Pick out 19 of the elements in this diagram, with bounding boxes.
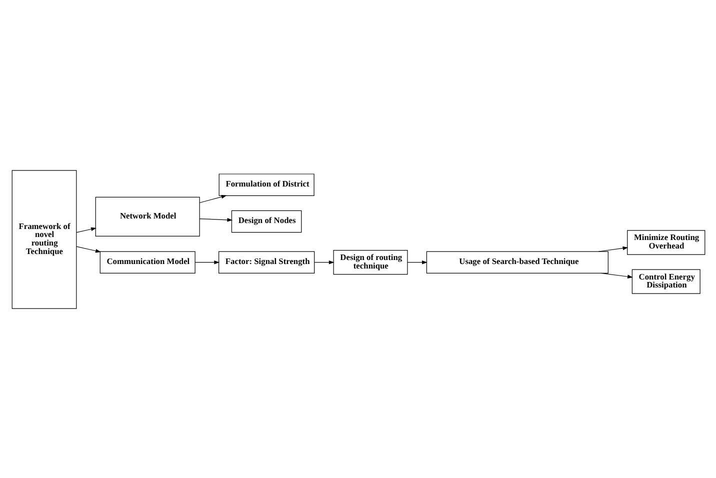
arrow: [76, 226, 96, 232]
node-box: Design of routing technique: [332, 250, 408, 274]
node-box: Control Energy Dissipation: [631, 268, 700, 294]
arrow: [198, 194, 226, 203]
node-box: Usage of Search-based Technique: [426, 250, 608, 273]
arrow: [406, 260, 427, 264]
arrow: [194, 260, 220, 264]
node-box: Factor: Signal Strength: [218, 250, 314, 273]
arrow: [598, 246, 628, 252]
node-box: Formulation of District: [218, 173, 314, 196]
node-box: Minimize Routing Overhead: [626, 230, 705, 254]
node-box: Design of Nodes: [230, 210, 302, 232]
arrow: [198, 218, 232, 222]
arrow: [314, 260, 334, 264]
node-box: Communication Model: [99, 250, 195, 273]
arrow: [76, 246, 100, 252]
node-box: Framework of novel routing Technique: [11, 170, 76, 308]
arrow: [600, 272, 632, 278]
node-box: Network Model: [94, 196, 200, 236]
